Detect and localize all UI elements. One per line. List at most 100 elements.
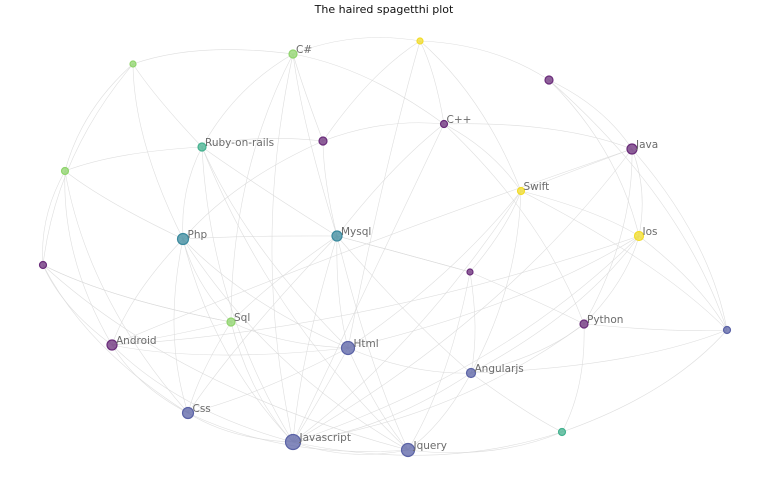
node-label-css: Css: [193, 403, 211, 415]
edge-javascript-bottom-green: [292, 431, 563, 456]
node-csharp[interactable]: C#: [288, 44, 312, 59]
node-label-swift: Swift: [524, 181, 550, 193]
node-ruby[interactable]: Ruby-on-rails: [197, 137, 274, 152]
node-mysql[interactable]: Mysql: [331, 226, 371, 242]
node-marker-css[interactable]: [181, 406, 195, 420]
node-marker-ios[interactable]: [633, 230, 645, 242]
node-label-html: Html: [354, 338, 379, 350]
edge-html-css: [187, 347, 349, 414]
node-marker-bottom-green[interactable]: [557, 427, 567, 437]
node-label-csharp: C#: [296, 44, 312, 56]
node-javascript[interactable]: Javascript: [284, 432, 351, 451]
edge-html-angularjs: [347, 347, 472, 374]
edge-jquery-mysql: [336, 235, 409, 451]
node-marker-javascript[interactable]: [284, 433, 302, 451]
edge-javascript-css: [187, 412, 294, 443]
node-mid-purple[interactable]: [318, 136, 328, 146]
edge-ios-swift: [520, 190, 640, 237]
edge-java-cpp: [443, 123, 633, 150]
edge-mysql-mid-purple: [322, 140, 338, 237]
node-marker-left-lime[interactable]: [60, 166, 70, 176]
node-sql[interactable]: Sql: [226, 312, 250, 327]
edges-layer: [42, 37, 728, 456]
node-marker-sql[interactable]: [226, 317, 236, 327]
edge-html-php: [182, 238, 349, 349]
node-marker-angularjs[interactable]: [465, 367, 477, 379]
edge-java-python: [583, 148, 633, 325]
node-marker-ruby[interactable]: [197, 142, 207, 152]
node-swift[interactable]: Swift: [516, 181, 550, 196]
edge-javascript-html: [292, 347, 349, 443]
node-marker-html[interactable]: [340, 340, 356, 356]
edge-css-php: [173, 238, 189, 414]
node-marker-top-yellow[interactable]: [416, 37, 424, 45]
node-ios[interactable]: Ios: [633, 226, 658, 242]
node-marker-mysql[interactable]: [331, 230, 343, 242]
edge-javascript-php: [182, 238, 294, 443]
edge-center-purple-mysql: [336, 235, 471, 273]
node-css[interactable]: Css: [181, 403, 211, 420]
edge-csharp-ruby: [201, 53, 294, 148]
node-label-php: Php: [188, 229, 208, 241]
edge-javascript-ios: [292, 235, 640, 443]
node-left-lime[interactable]: [60, 166, 70, 176]
node-marker-java[interactable]: [626, 143, 638, 155]
node-label-cpp: C++: [447, 114, 472, 126]
edge-jquery-bottom-green: [407, 431, 563, 454]
node-center-purple[interactable]: [466, 268, 474, 276]
node-jquery[interactable]: Jquery: [400, 440, 447, 458]
node-angularjs[interactable]: Angularjs: [465, 363, 524, 379]
node-marker-android[interactable]: [106, 339, 118, 351]
node-java[interactable]: Java: [626, 139, 658, 155]
node-marker-cpp[interactable]: [439, 119, 449, 129]
node-marker-mid-purple[interactable]: [318, 136, 328, 146]
node-php[interactable]: Php: [176, 229, 208, 246]
edge-javascript-csharp: [271, 53, 294, 443]
edge-css-mysql: [187, 235, 338, 414]
node-left-purple[interactable]: [38, 260, 48, 270]
node-marker-php[interactable]: [176, 232, 190, 246]
node-html[interactable]: Html: [340, 338, 379, 356]
edge-python-bottom-green: [561, 323, 585, 433]
node-bottom-green[interactable]: [557, 427, 567, 437]
node-top-left-lime[interactable]: [129, 60, 137, 68]
edge-java-ios: [631, 148, 643, 237]
edge-right-blue-swift: [520, 190, 728, 331]
node-android[interactable]: Android: [106, 335, 157, 351]
edge-html-mysql: [336, 235, 349, 349]
node-marker-jquery[interactable]: [400, 442, 416, 458]
edge-left-lime-top-left-lime: [64, 63, 134, 172]
edge-php-mysql: [182, 235, 338, 240]
node-marker-top-left-lime[interactable]: [129, 60, 137, 68]
edge-android-java: [111, 148, 633, 346]
edge-center-purple-angularjs: [469, 271, 476, 374]
edge-java-swift: [520, 148, 633, 192]
node-top-yellow[interactable]: [416, 37, 424, 45]
edge-angularjs-mysql: [336, 235, 472, 374]
node-marker-csharp[interactable]: [288, 49, 298, 59]
node-cpp[interactable]: C++: [439, 114, 472, 129]
edge-ruby-left-lime: [64, 146, 203, 172]
edge-cpp-top-yellow: [419, 40, 445, 125]
node-marker-right-blue[interactable]: [722, 325, 732, 335]
edge-csharp-mid-purple: [292, 53, 324, 142]
edge-php-ruby: [182, 146, 203, 240]
edge-sql-left-purple: [42, 264, 232, 323]
node-python[interactable]: Python: [579, 314, 623, 329]
edge-javascript-jquery: [292, 441, 409, 455]
node-marker-python[interactable]: [579, 319, 589, 329]
edge-ios-right-blue: [638, 235, 728, 331]
edge-android-left-lime: [64, 170, 113, 346]
node-marker-center-purple[interactable]: [466, 268, 474, 276]
node-marker-left-purple[interactable]: [38, 260, 48, 270]
edge-javascript-java: [292, 148, 633, 443]
node-label-java: Java: [635, 139, 658, 151]
node-marker-swift[interactable]: [516, 186, 526, 196]
node-top-right-purple[interactable]: [544, 75, 554, 85]
node-marker-top-right-purple[interactable]: [544, 75, 554, 85]
node-label-android: Android: [116, 335, 157, 347]
node-label-python: Python: [587, 314, 623, 326]
edge-android-left-purple: [42, 264, 113, 346]
edge-php-sql: [182, 238, 232, 323]
node-right-blue[interactable]: [722, 325, 732, 335]
